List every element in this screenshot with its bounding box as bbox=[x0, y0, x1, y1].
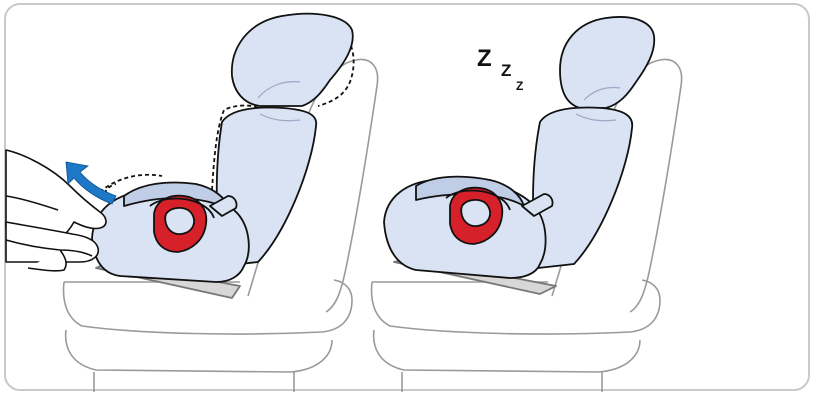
sleep-z-large: Z bbox=[477, 47, 492, 71]
child-seat-right bbox=[384, 17, 654, 294]
child-seat-left bbox=[92, 14, 354, 298]
hands-icon bbox=[6, 150, 106, 271]
sleep-z-small: Z bbox=[516, 80, 523, 92]
sleep-z-medium: Z bbox=[501, 62, 511, 79]
right-panel bbox=[372, 17, 682, 392]
left-panel bbox=[6, 14, 378, 392]
